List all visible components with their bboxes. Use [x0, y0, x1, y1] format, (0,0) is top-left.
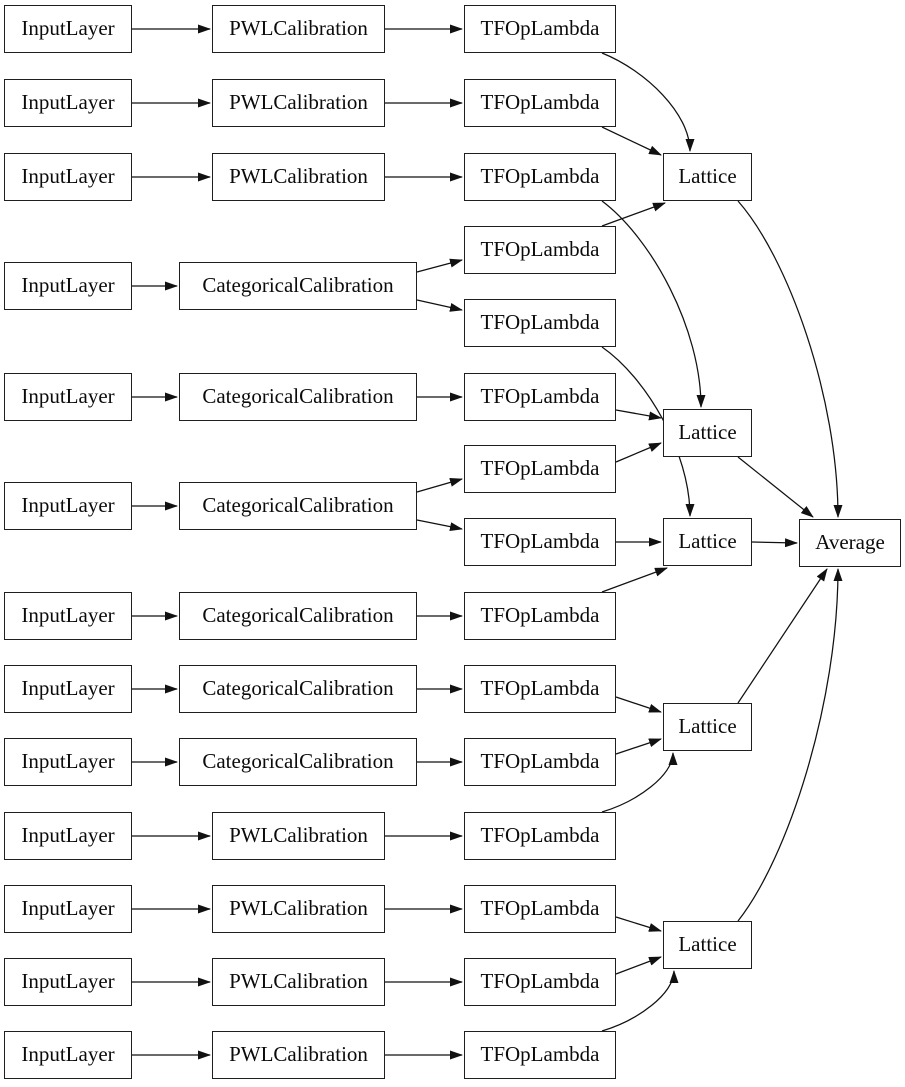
- node-lattice_1: Lattice: [663, 153, 752, 201]
- node-tfop_4b: TFOpLambda: [464, 299, 616, 347]
- edge-tfop_6a-lattice_2: [615, 442, 662, 463]
- node-input_13: InputLayer: [4, 1031, 132, 1079]
- edge-cat_6-tfop_6a: [416, 478, 463, 493]
- node-lattice_2: Lattice: [663, 409, 752, 457]
- node-lattice_4: Lattice: [663, 703, 752, 751]
- edge-tfop_8-lattice_4: [615, 696, 662, 713]
- node-lattice_3: Lattice: [663, 518, 752, 566]
- edge-cat_6-tfop_6b: [416, 519, 463, 532]
- edge-tfop_9-lattice_4: [615, 738, 662, 755]
- edge-lattice_3-average: [751, 538, 798, 548]
- node-tfop_3: TFOpLambda: [464, 153, 616, 201]
- node-tfop_6a: TFOpLambda: [464, 445, 616, 493]
- node-tfop_9: TFOpLambda: [464, 738, 616, 786]
- node-cat_8: CategoricalCalibration: [179, 665, 417, 713]
- node-tfop_7: TFOpLambda: [464, 592, 616, 640]
- edge-lattice_2-average: [737, 456, 814, 518]
- node-pwl_12: PWLCalibration: [212, 958, 385, 1006]
- node-tfop_2: TFOpLambda: [464, 79, 616, 127]
- node-input_3: InputLayer: [4, 153, 132, 201]
- node-tfop_11: TFOpLambda: [464, 885, 616, 933]
- edge-lattice_5-average: [737, 568, 843, 922]
- edge-lattice_1-average: [737, 200, 843, 518]
- node-input_1: InputLayer: [4, 5, 132, 53]
- node-cat_7: CategoricalCalibration: [179, 592, 417, 640]
- node-input_12: InputLayer: [4, 958, 132, 1006]
- node-tfop_5: TFOpLambda: [464, 373, 616, 421]
- node-input_7: InputLayer: [4, 592, 132, 640]
- node-input_9: InputLayer: [4, 738, 132, 786]
- node-tfop_8: TFOpLambda: [464, 665, 616, 713]
- edge-tfop_11-lattice_5: [615, 916, 662, 932]
- node-tfop_6b: TFOpLambda: [464, 518, 616, 566]
- edge-tfop_4a-lattice_1: [601, 202, 666, 227]
- edge-tfop_1-lattice_1: [601, 52, 695, 152]
- node-input_11: InputLayer: [4, 885, 132, 933]
- edge-cat_4-tfop_4a: [416, 258, 463, 273]
- edge-lattice_4-average: [737, 568, 828, 704]
- node-pwl_10: PWLCalibration: [212, 812, 385, 860]
- edge-cat_4-tfop_4b: [416, 299, 463, 312]
- node-tfop_12: TFOpLambda: [464, 958, 616, 1006]
- node-input_8: InputLayer: [4, 665, 132, 713]
- node-cat_4: CategoricalCalibration: [179, 262, 417, 310]
- node-average: Average: [799, 519, 901, 567]
- edge-tfop_4b-lattice_3: [601, 346, 695, 517]
- node-tfop_1: TFOpLambda: [464, 5, 616, 53]
- edge-tfop_12-lattice_5: [615, 956, 662, 975]
- node-cat_6: CategoricalCalibration: [179, 482, 417, 530]
- node-input_10: InputLayer: [4, 812, 132, 860]
- edge-tfop_5-lattice_2: [615, 409, 662, 421]
- node-input_2: InputLayer: [4, 79, 132, 127]
- node-pwl_2: PWLCalibration: [212, 79, 385, 127]
- node-tfop_13: TFOpLambda: [464, 1031, 616, 1079]
- edge-tfop_10-lattice_4: [601, 752, 678, 813]
- node-tfop_10: TFOpLambda: [464, 812, 616, 860]
- node-pwl_11: PWLCalibration: [212, 885, 385, 933]
- edge-tfop_2-lattice_1: [601, 126, 662, 156]
- node-input_5: InputLayer: [4, 373, 132, 421]
- node-tfop_4a: TFOpLambda: [464, 226, 616, 274]
- node-pwl_13: PWLCalibration: [212, 1031, 385, 1079]
- node-lattice_5: Lattice: [663, 921, 752, 969]
- edge-tfop_13-lattice_5: [601, 970, 679, 1032]
- node-pwl_1: PWLCalibration: [212, 5, 385, 53]
- node-input_4: InputLayer: [4, 262, 132, 310]
- node-pwl_3: PWLCalibration: [212, 153, 385, 201]
- node-cat_5: CategoricalCalibration: [179, 373, 417, 421]
- node-input_6: InputLayer: [4, 482, 132, 530]
- edge-tfop_3-lattice_2: [601, 200, 706, 408]
- edge-tfop_7-lattice_3: [601, 567, 668, 593]
- node-cat_9: CategoricalCalibration: [179, 738, 417, 786]
